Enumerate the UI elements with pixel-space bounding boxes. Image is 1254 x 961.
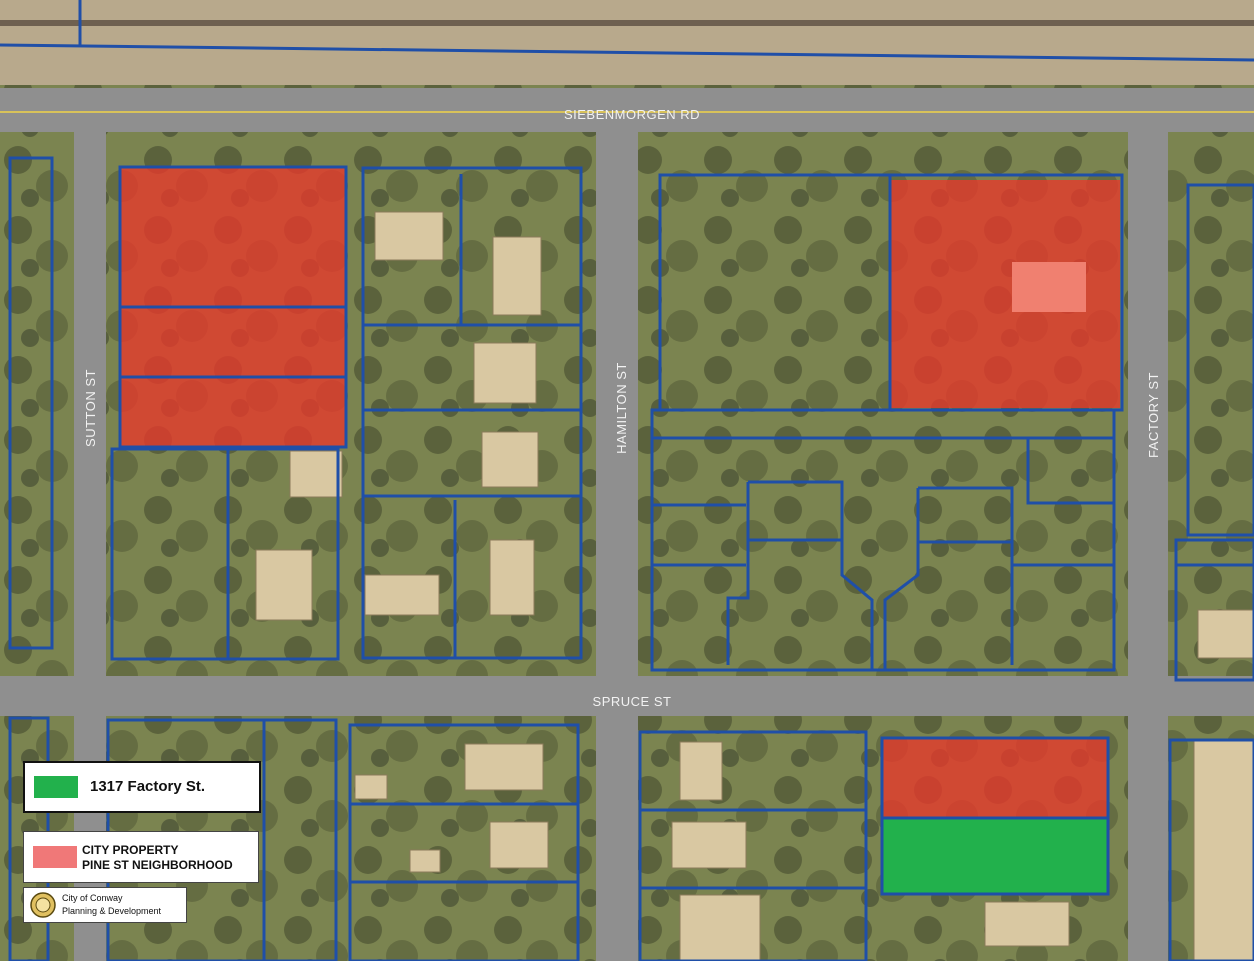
city-building (1012, 262, 1086, 312)
legend-city-property: CITY PROPERTY PINE ST NEIGHBORHOOD (23, 831, 259, 883)
street-label-hamilton: HAMILTON ST (614, 362, 629, 454)
sutton-road (74, 120, 106, 961)
hamilton-road (596, 120, 638, 961)
legend-subject: 1317 Factory St. (23, 761, 261, 813)
city-parcel (882, 738, 1108, 818)
legend-credit: City of Conway Planning & Development (23, 887, 187, 923)
legend-subject-label: 1317 Factory St. (90, 778, 206, 795)
roads (0, 88, 1254, 961)
railroad-strip (0, 0, 1254, 85)
city-property-parcels (120, 167, 1120, 818)
buildings (255, 211, 1254, 961)
city-parcel (120, 307, 346, 377)
city-parcel (120, 377, 346, 447)
legend-city-property-swatch (33, 846, 77, 868)
street-label-sutton: SUTTON ST (83, 369, 98, 447)
legend-city-property-line2: PINE ST NEIGHBORHOOD (82, 858, 233, 872)
legend-city-property-line1: CITY PROPERTY (82, 843, 179, 857)
factory-road (1128, 120, 1168, 961)
street-label-siebenmorgen: SIEBENMORGEN RD (564, 107, 700, 122)
street-label-spruce: SPRUCE ST (593, 694, 672, 709)
city-parcel (120, 167, 346, 307)
legend-credit-line1: City of Conway (62, 893, 123, 903)
subject-parcel-1317-factory-st[interactable] (882, 818, 1108, 894)
legend-subject-swatch (34, 776, 78, 798)
street-label-factory: FACTORY ST (1146, 372, 1161, 458)
legend-credit-line2: Planning & Development (62, 906, 162, 916)
city-seal-icon (30, 892, 56, 918)
